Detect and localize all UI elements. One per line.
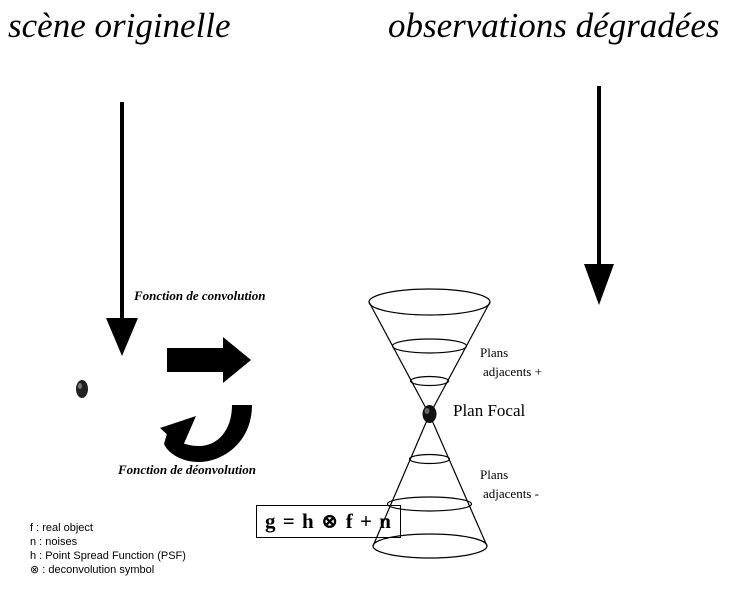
point-object [76, 380, 88, 398]
down-arrow-right [584, 86, 614, 305]
focal-point [423, 405, 437, 423]
psf-cone [369, 289, 490, 558]
convolution-arrow [167, 337, 251, 383]
down-arrow-left [106, 102, 138, 356]
deconvolution-curved-arrow [160, 405, 252, 462]
